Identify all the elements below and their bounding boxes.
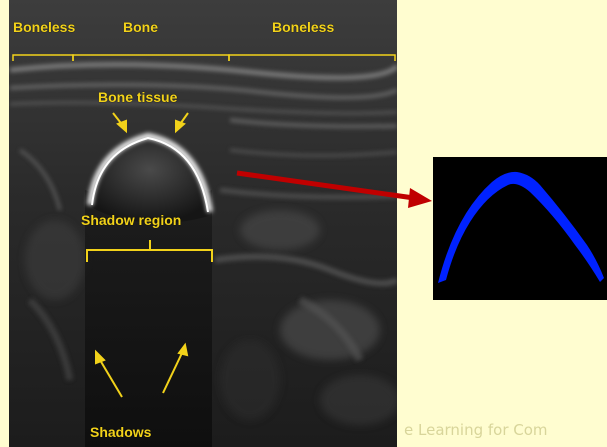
label-bone-tissue: Bone tissue xyxy=(98,89,177,105)
label-boneless-left: Boneless xyxy=(13,19,75,35)
ultrasound-image xyxy=(9,0,400,447)
label-bone: Bone xyxy=(123,19,158,35)
label-boneless-right: Boneless xyxy=(272,19,334,35)
label-shadow-region: Shadow region xyxy=(81,212,181,228)
label-shadows: Shadows xyxy=(90,424,151,440)
footer-text: e Learning for Com xyxy=(404,421,607,439)
segmentation-mask xyxy=(433,157,607,300)
